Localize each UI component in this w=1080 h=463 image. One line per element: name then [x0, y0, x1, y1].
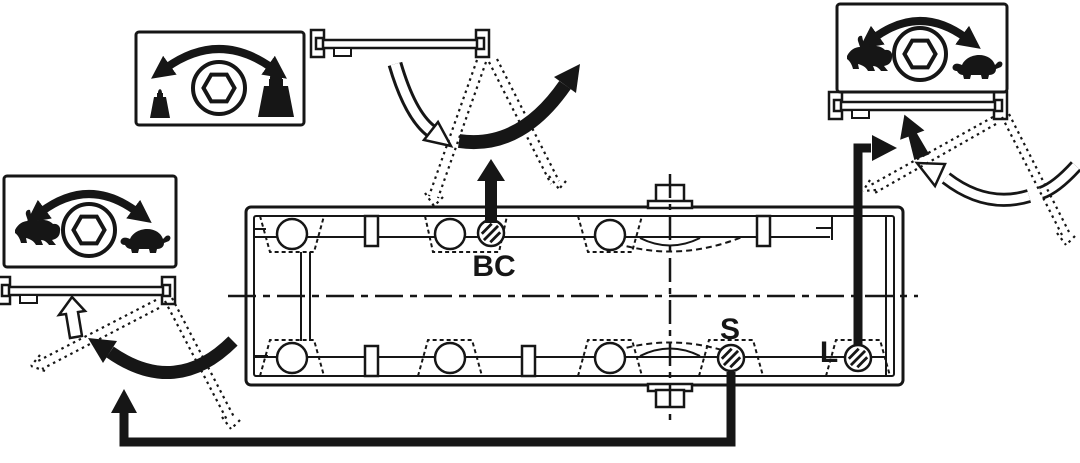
- hex-socket-icon: [191, 60, 247, 116]
- l-flow-arrow: [853, 114, 930, 346]
- s-closing-speed-screw: [716, 343, 746, 373]
- boss-outlines-bottom: [259, 339, 891, 377]
- door-opening-arrow-center: [387, 61, 454, 148]
- door-arm-left: [0, 275, 177, 306]
- internal-brackets: [254, 216, 833, 357]
- bc-backcheck-screw: [476, 218, 506, 248]
- l-label: L: [820, 336, 838, 369]
- s-label: S: [720, 313, 740, 346]
- door-arm-center: [309, 28, 491, 59]
- turn-both-directions-arrow-icon: [859, 17, 981, 49]
- bc-label: BC: [472, 250, 515, 283]
- mounting-holes: [275, 217, 627, 375]
- l-latch-speed-screw: [843, 343, 873, 373]
- door-closing-arrow-center: [457, 64, 580, 149]
- fixing-tabs: [363, 214, 772, 378]
- door-arm-right: [827, 90, 1009, 121]
- bc-flow-arrow: [477, 159, 505, 223]
- arm-swing-positions: [30, 58, 1076, 430]
- closing-force-legend: [134, 30, 306, 127]
- turn-both-directions-arrow-icon: [151, 45, 287, 79]
- door-opening-arrow-left: [56, 295, 88, 340]
- s-flow-arrow: [111, 372, 736, 447]
- latch-speed-legend-right: [835, 2, 1009, 94]
- door-closing-arrow-left: [88, 336, 238, 380]
- hex-socket-icon: [892, 26, 948, 82]
- turn-both-directions-arrow-icon: [26, 190, 152, 224]
- closing-speed-legend-left: [2, 174, 178, 269]
- door-closing-arrow-right-outline: [914, 161, 1080, 207]
- hex-socket-icon: [61, 202, 117, 258]
